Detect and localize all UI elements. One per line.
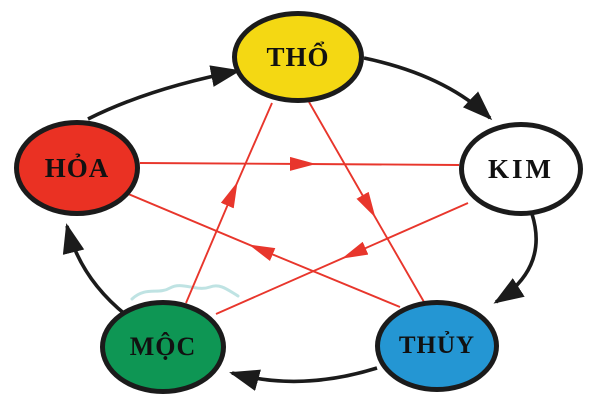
node-moc-label: MỘC (129, 332, 197, 361)
watermark-squiggle (130, 284, 240, 301)
node-thuy-water: THỦY (375, 300, 499, 392)
node-kim-label: KIM (488, 153, 554, 184)
red-arrow-thuy-to-hoa (125, 192, 401, 308)
node-tho-label: THỔ (266, 41, 330, 72)
node-tho-earth: THỔ (232, 11, 364, 103)
black-arrow-moc-to-hoa (62, 223, 128, 317)
red-arrow-moc-to-tho (185, 102, 273, 304)
red-arrow-tho-to-thuy (308, 101, 425, 303)
red-arrow-kim-to-moc (215, 202, 469, 315)
red-arrow-hoa-to-kim (139, 156, 460, 171)
black-arrow-thuy-to-moc (229, 366, 378, 391)
black-arrow-hoa-to-tho (87, 65, 241, 121)
node-kim-metal: KIM (459, 122, 583, 216)
node-moc-wood: MỘC (100, 300, 226, 394)
black-arrow-tho-to-kim (363, 56, 493, 121)
black-arrow-kim-to-thuy (493, 213, 538, 304)
node-hoa-label: HỎA (44, 152, 110, 183)
node-thuy-label: THỦY (398, 332, 476, 359)
node-hoa-fire: HỎA (14, 120, 140, 216)
